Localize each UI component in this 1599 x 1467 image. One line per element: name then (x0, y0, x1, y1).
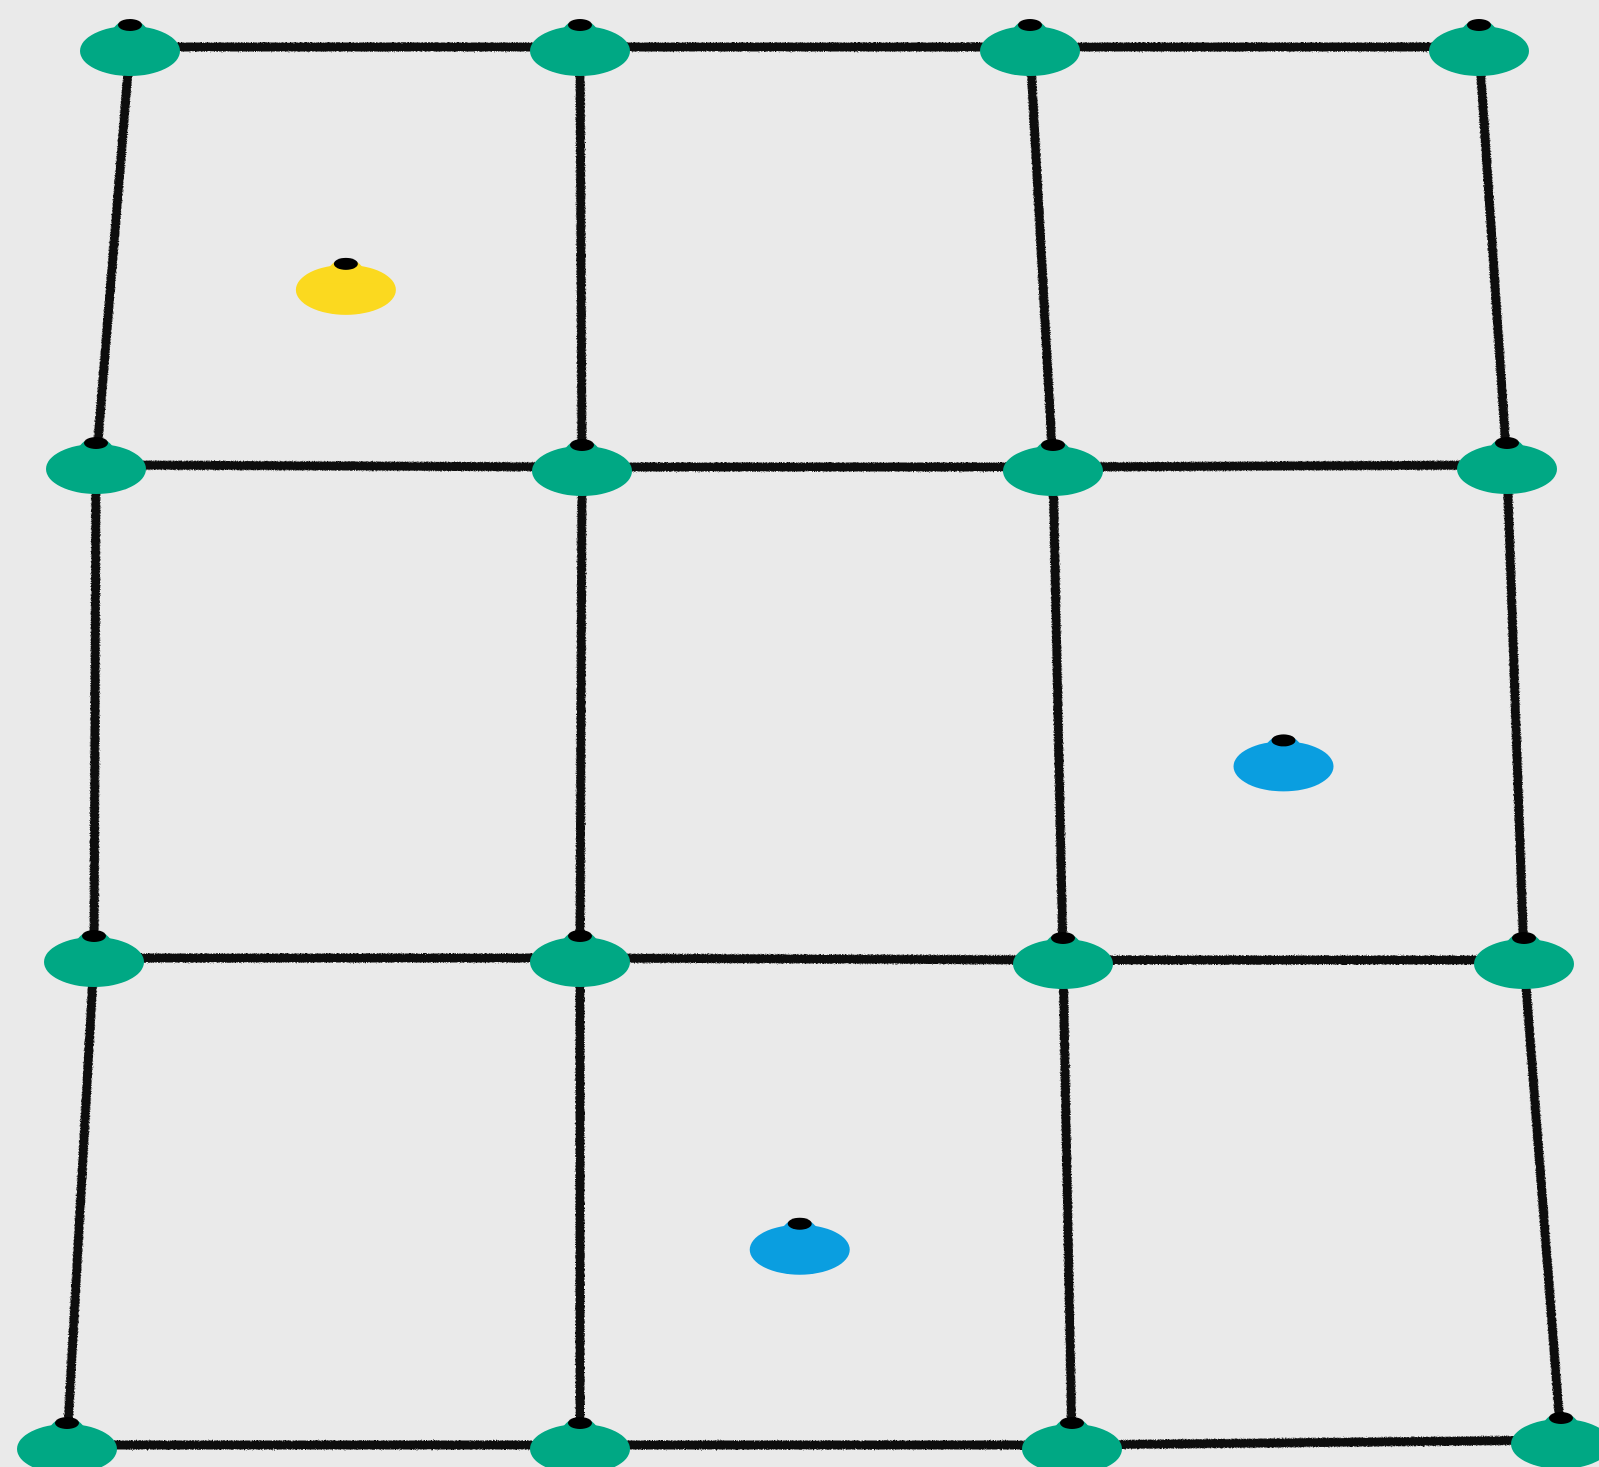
grid-line-vertical (580, 467, 582, 958)
grid-line-vertical (580, 47, 582, 467)
grid-line-horizontal (580, 958, 1063, 960)
grid-line-horizontal (1072, 1440, 1561, 1445)
grid-line-horizontal (96, 465, 582, 467)
grid-line-vertical (94, 465, 96, 958)
grid-line-horizontal (1053, 465, 1507, 467)
